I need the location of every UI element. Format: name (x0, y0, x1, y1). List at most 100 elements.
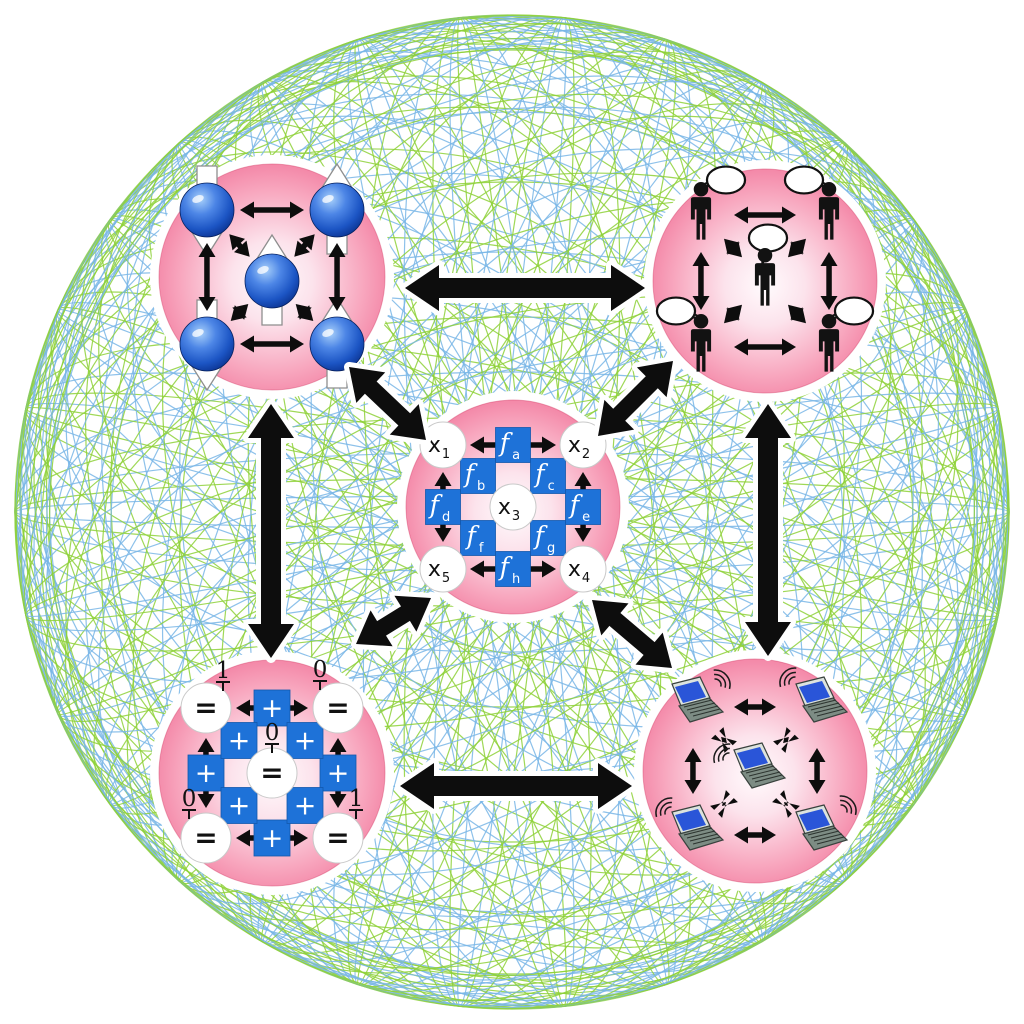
plus-label: + (228, 726, 251, 757)
speech-bubble-icon (705, 165, 747, 195)
equals-circle (312, 682, 364, 734)
laptop-keys (683, 827, 721, 845)
ball-icon (244, 253, 300, 309)
edge-top (240, 201, 304, 219)
plus-box (253, 689, 291, 727)
link-factor-graph-constraints (351, 590, 436, 652)
factor-box (460, 458, 496, 494)
edge-bottom-shape (734, 338, 796, 356)
person-center (747, 223, 789, 306)
edge-right (328, 243, 346, 311)
bit-label: 0 (265, 720, 280, 746)
edge-top (734, 206, 796, 224)
link-people-laptops-shape (745, 404, 791, 656)
plus-box (187, 754, 225, 792)
half-edge-mark (349, 809, 363, 819)
edge-left (692, 252, 710, 310)
edge-bottom-shape (240, 335, 304, 353)
equals-node-bottom_left: =0 (180, 786, 232, 864)
spin-ball-top_left (179, 182, 235, 238)
plus-label: + (327, 758, 350, 789)
sphere-rim-green (14, 14, 1010, 1010)
edge-left (198, 243, 216, 311)
speech-bubble-icon (655, 296, 697, 326)
factor-box (425, 489, 461, 525)
edge-diag_br-shape (772, 790, 800, 818)
wifi-signal-icon (664, 806, 672, 815)
variable-subscript: 1 (442, 447, 450, 462)
ball-icon (179, 182, 235, 238)
bit-label: 1 (216, 658, 231, 684)
cluster-code-constraints: ++++++++=1=0=0=0=1 (150, 651, 394, 895)
factor-box (460, 520, 496, 556)
wifi-signal-icon (840, 799, 853, 814)
laptop-keys (683, 699, 721, 717)
wifi-signal-icon (722, 752, 730, 761)
plus-box-left: + (187, 754, 225, 792)
factor-subscript: a (512, 448, 520, 463)
edge-diag_tl (711, 727, 737, 753)
edge-diag_tr-shape (773, 727, 799, 753)
link-constraints-laptops (395, 758, 637, 814)
person-head (693, 313, 709, 329)
laptop-keys (745, 765, 783, 783)
spin-ball-center (244, 253, 300, 309)
laptop-keys (807, 699, 845, 717)
laptop-screen (675, 809, 706, 831)
edge-right-shape (328, 243, 346, 311)
plus-label: + (195, 758, 218, 789)
edge-diag_br-shape (295, 304, 314, 321)
person-bottom_left (655, 296, 712, 372)
edge-diag_tr-shape (294, 234, 315, 257)
plus-label: + (294, 791, 317, 822)
edge-diag_tr (294, 234, 315, 257)
wifi-signal-icon (655, 797, 673, 818)
plus-label: + (228, 791, 251, 822)
edge-diag_tl (724, 238, 742, 258)
edge-left (684, 748, 702, 794)
link-spins-constraints-shape (248, 404, 294, 658)
edge-right (808, 748, 826, 794)
speech-bubble-icon (747, 223, 789, 253)
factor-box (530, 520, 566, 556)
edge-top (734, 698, 776, 716)
link-constraints-laptops-shape (400, 763, 632, 809)
person-bottom_right (818, 296, 875, 372)
cluster-computer-network (634, 650, 876, 892)
plus-box (253, 819, 291, 857)
bit-label: 0 (313, 657, 328, 683)
equals-node-top_right: =0 (312, 657, 364, 734)
half-edge-mark (265, 743, 279, 753)
bit-bottom_left: 0 (182, 786, 197, 819)
person-body (690, 329, 712, 372)
factor-subscript: g (547, 541, 555, 556)
bit-top_left: 1 (216, 658, 231, 691)
variable-circle (489, 483, 537, 531)
speech-bubble-icon (833, 296, 875, 326)
factor-box (530, 458, 566, 494)
plus-box (220, 722, 258, 759)
factor-box (565, 489, 601, 525)
link-factor-graph-spins-shape (349, 367, 426, 440)
person-head (693, 181, 709, 197)
edge-left-shape (198, 243, 216, 311)
wifi-signal-icon (788, 676, 796, 685)
wifi-signal-icon (714, 678, 722, 687)
variable-subscript: 4 (582, 571, 590, 586)
plus-label: + (261, 823, 284, 854)
plus-box-diag_br: + (286, 787, 324, 824)
plus-box (286, 787, 324, 824)
bit-label: 0 (182, 786, 197, 812)
person-body (818, 197, 840, 240)
laptop-center (713, 742, 787, 789)
ball-icon (179, 316, 235, 372)
wifi-signal-icon (783, 671, 796, 686)
plus-box (286, 722, 324, 759)
plus-box (220, 787, 258, 824)
wifi-signal-icon (839, 795, 857, 816)
plus-label: + (261, 693, 284, 724)
variable-node-x3: x3 (489, 483, 537, 531)
